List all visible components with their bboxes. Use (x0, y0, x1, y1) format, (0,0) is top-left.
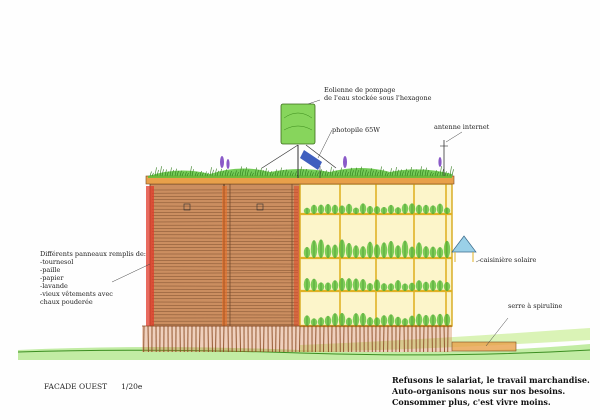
facade-title: FACADE OUEST (44, 382, 107, 391)
label-solar-heater: caisinière solaire (480, 256, 536, 264)
label-panels-item-1: -tournesol (40, 258, 146, 266)
wooden-panel-block (146, 184, 300, 326)
label-wind-turbine-line2: de l'eau stockée sous l'hexagone (324, 94, 432, 102)
label-antenna: antenne internet (434, 123, 489, 131)
label-solar-panel: photopile 65W (332, 126, 380, 134)
slogan-line-2: Auto-organisons nous sur nos besoins. (392, 386, 590, 397)
label-panels-item-4: -lavande (40, 282, 146, 290)
label-wind-turbine: Eolienne de pompage de l'eau stockée sou… (324, 86, 432, 102)
greenhouse-shelves (300, 184, 452, 326)
water-tank (262, 104, 336, 178)
label-panels-item-2: -paille (40, 266, 146, 274)
antenna (440, 140, 448, 176)
green-roof (146, 156, 454, 184)
wooden-fence (142, 326, 452, 352)
solar-heater (452, 236, 476, 262)
label-panels-item-6: chaux pouderée (40, 298, 146, 306)
label-wind-turbine-line1: Eolienne de pompage (324, 86, 432, 94)
label-greenhouse: serre à spiruline (508, 302, 562, 310)
slogan: Refusons le salariat, le travail marchan… (392, 375, 590, 408)
spirulina-greenhouse (452, 342, 516, 351)
facade-caption: FACADE OUEST 1/20e (44, 382, 142, 391)
slogan-line-1: Refusons le salariat, le travail marchan… (392, 375, 590, 386)
label-panels-item-5: -vieux vêtements avec (40, 290, 146, 298)
label-panels-item-3: -papier (40, 274, 146, 282)
label-panels: Différents panneaux remplis de: -tournes… (40, 250, 146, 306)
slogan-line-3: Consommer plus, c'est vivre moins. (392, 397, 590, 408)
facade-scale: 1/20e (121, 382, 142, 391)
label-panels-title: Différents panneaux remplis de: (40, 250, 146, 258)
